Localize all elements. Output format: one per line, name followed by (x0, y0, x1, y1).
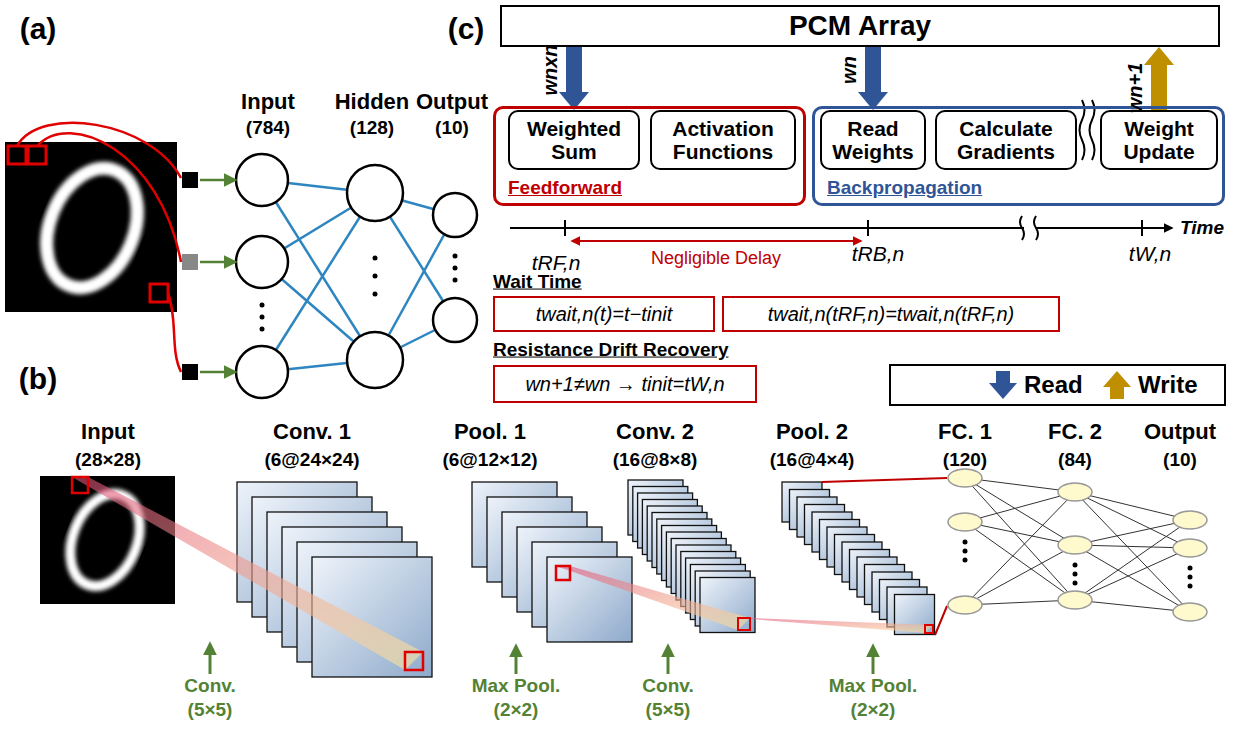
annotation: (16@4×4) (770, 450, 855, 471)
process-box: Weighted Sum (508, 110, 640, 170)
annotation: Input (81, 420, 135, 444)
node-text: PCM Array (789, 10, 931, 42)
annotation: tRB,n (852, 242, 905, 265)
formula-box: twait,n(t)=t−tinit (493, 296, 715, 332)
annotation: (2×2) (494, 700, 539, 721)
annotation: (5×5) (646, 700, 691, 721)
process-box: Read Weights (820, 110, 926, 170)
annotation: (120) (943, 450, 987, 471)
process-box: Calculate Gradients (935, 110, 1077, 170)
input-pixels (182, 172, 233, 380)
node-text: Calculate Gradients (941, 117, 1071, 163)
receptive-field-beams (72, 477, 947, 670)
node-text: Weighted Sum (514, 117, 634, 163)
node-text: wn+1≠wn → tinit=tW,n (525, 373, 724, 396)
write-arrow-sample (1103, 371, 1131, 399)
fully-connected-layers (948, 469, 1207, 621)
node-text: Weight Update (1106, 117, 1212, 163)
annotation: Conv. 2 (616, 420, 694, 444)
legend-text: Write (1138, 371, 1198, 399)
annotation: Time (1180, 218, 1224, 239)
annotation: (10) (1163, 450, 1197, 471)
annotation: (6@12×12) (442, 450, 537, 471)
annotation: (84) (1058, 450, 1092, 471)
annotation: (16@8×8) (613, 450, 698, 471)
node-text: Read Weights (826, 117, 920, 163)
legend-box (890, 365, 1225, 405)
annotation: Wait Time (493, 272, 582, 293)
group-heading: Feedforward (508, 177, 622, 199)
neural-network (236, 154, 477, 398)
data-transfer-arrow (1151, 65, 1167, 110)
annotation: (28×28) (75, 450, 141, 471)
feature-maps (237, 480, 935, 677)
panel-label: (b) (19, 362, 57, 395)
data-transfer-arrow (566, 47, 582, 92)
annotation: (6@24×24) (264, 450, 359, 471)
annotation: FC. 1 (938, 420, 992, 444)
annotation: Conv. 1 (273, 420, 351, 444)
mnist-image (5, 123, 181, 372)
group-heading: Backpropagation (827, 177, 982, 199)
node-text: Activation Functions (656, 117, 790, 163)
node-text: twait,n(t)=t−tinit (536, 303, 673, 326)
formula-box: wn+1≠wn → tinit=tW,n (493, 365, 757, 403)
read-arrow-sample (989, 371, 1017, 399)
annotation: (784) (246, 118, 290, 139)
annotation: Conv. (184, 676, 235, 697)
annotation: (128) (350, 118, 394, 139)
timeline (510, 100, 1172, 241)
annotation: tW,n (1129, 242, 1171, 265)
annotation: Pool. 1 (454, 420, 526, 444)
edge-label: wn+1 (1124, 62, 1147, 113)
annotation: (10) (435, 118, 469, 139)
formula-box: twait,n(tRF,n)=twait,n(tRF,n) (722, 296, 1060, 332)
legend-text: Read (1024, 371, 1083, 399)
process-box: Activation Functions (650, 110, 796, 170)
annotation: Conv. (642, 676, 693, 697)
annotation: Input (241, 90, 295, 114)
annotation: FC. 2 (1048, 420, 1102, 444)
edge-label: wnxn (539, 44, 562, 95)
edge-label: wn (838, 56, 861, 84)
backpropagation-group: Backpropagation Read Weights Calculate Gra… (812, 106, 1225, 206)
node-text: twait,n(tRF,n)=twait,n(tRF,n) (768, 303, 1015, 326)
annotation: Output (416, 90, 488, 114)
process-box: Weight Update (1100, 110, 1218, 170)
data-transfer-arrow (865, 47, 881, 92)
annotation: Max Pool. (472, 676, 561, 697)
panel-label: (a) (20, 12, 57, 45)
annotation: Negligible Delay (651, 249, 781, 269)
operation-arrows (210, 646, 873, 674)
annotation: Output (1144, 420, 1216, 444)
panel-label: (c) (448, 12, 485, 45)
annotation: (5×5) (188, 700, 233, 721)
annotation: (2×2) (851, 700, 896, 721)
annotation: Pool. 2 (776, 420, 848, 444)
annotation: Hidden (335, 90, 410, 114)
feedforward-group: Feedforward Weighted Sum Activation Functi… (493, 106, 806, 206)
annotation: Resistance Drift Recovery (493, 340, 729, 361)
annotation: Max Pool. (829, 676, 918, 697)
memory-array-box: PCM Array (500, 5, 1220, 47)
